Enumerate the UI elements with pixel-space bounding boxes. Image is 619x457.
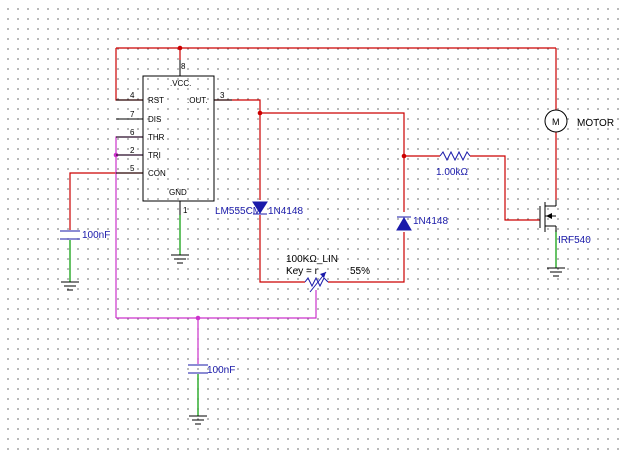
motor-m-glyph: M <box>552 117 560 127</box>
pot-zigzag <box>304 276 329 288</box>
junction-out <box>257 110 263 116</box>
wires-magenta <box>115 136 317 364</box>
wire-out <box>214 99 261 113</box>
pin-thr-num: 6 <box>130 128 135 137</box>
capacitor-con[interactable]: 100nF <box>60 230 110 241</box>
diode-d2-label: 1N4148 <box>413 216 448 227</box>
timer-part-label: LM555CM <box>215 206 261 217</box>
pin-tri-name: TRI <box>148 151 161 160</box>
wire-con <box>69 172 143 230</box>
wires-red <box>69 47 557 283</box>
resistor-zigzag <box>439 150 471 162</box>
mosfet-arrow <box>546 213 552 219</box>
wire-d1-pot <box>259 215 305 283</box>
mosfet[interactable]: IRF540 <box>539 200 591 246</box>
pin-con-num: 5 <box>130 164 135 173</box>
pin-gnd-name: GND <box>169 188 187 197</box>
pin-out-num: 3 <box>220 91 225 100</box>
capacitor-timing[interactable]: 100nF <box>188 364 235 376</box>
motor[interactable]: M MOTOR <box>544 109 614 133</box>
motor-symbol <box>544 109 568 133</box>
pot-value-label: 100KΩ_LIN <box>286 254 338 265</box>
wire-d2-pot <box>328 232 405 283</box>
diode-d1[interactable]: 1N4148 <box>252 201 303 217</box>
ground-mosfet <box>547 267 565 277</box>
ground-cap-con <box>61 281 79 291</box>
pot-arrowhead <box>320 272 326 278</box>
pin-tri-num: 2 <box>130 146 135 155</box>
timer-ic[interactable]: .VCC. 8 RST 4 DIS 7 THR 6 TRI 2 CON 5 .O… <box>116 60 261 217</box>
resistor-gate[interactable]: 1.00kΩ <box>436 150 471 178</box>
pin-dis-name: DIS <box>148 115 161 124</box>
diode-d1-label: 1N4148 <box>268 206 303 217</box>
junction-d2 <box>401 153 407 159</box>
pin-out-name: .OUT. <box>187 96 207 105</box>
pin-vcc-num: 8 <box>181 62 186 71</box>
pin-dis-num: 7 <box>130 110 135 119</box>
wire-res-gate <box>470 155 540 221</box>
wire-timing-bus <box>116 290 317 319</box>
pin-vcc-name: .VCC. <box>170 79 191 88</box>
ground-cap-timing <box>189 415 207 425</box>
timer-body <box>142 75 215 202</box>
diode-d2-symbol <box>396 217 412 231</box>
pin-rst-num: 4 <box>130 91 135 100</box>
junction-vcc <box>177 45 183 51</box>
pot-key-label: Key = r <box>286 266 319 277</box>
motor-label: MOTOR <box>577 118 614 129</box>
pot-setting-label: 55% <box>350 266 370 277</box>
wire-out-bus <box>260 112 405 156</box>
diode-d2[interactable]: 1N4148 <box>396 216 448 231</box>
mosfet-label: IRF540 <box>558 235 591 246</box>
capacitor-con-label: 100nF <box>82 230 110 241</box>
pin-con-name: CON <box>148 169 166 178</box>
potentiometer[interactable]: 100KΩ_LIN Key = r 55% <box>286 254 370 293</box>
pin-thr-name: THR <box>148 133 165 142</box>
pin-gnd-num: 1 <box>183 206 188 215</box>
ground-555 <box>171 254 189 264</box>
wires-green <box>69 215 557 416</box>
junction-timing <box>195 315 201 321</box>
diode-d1-symbol <box>252 201 268 214</box>
pin-rst-name: RST <box>148 96 164 105</box>
resistor-label: 1.00kΩ <box>436 167 468 178</box>
capacitor-timing-label: 100nF <box>207 365 235 376</box>
